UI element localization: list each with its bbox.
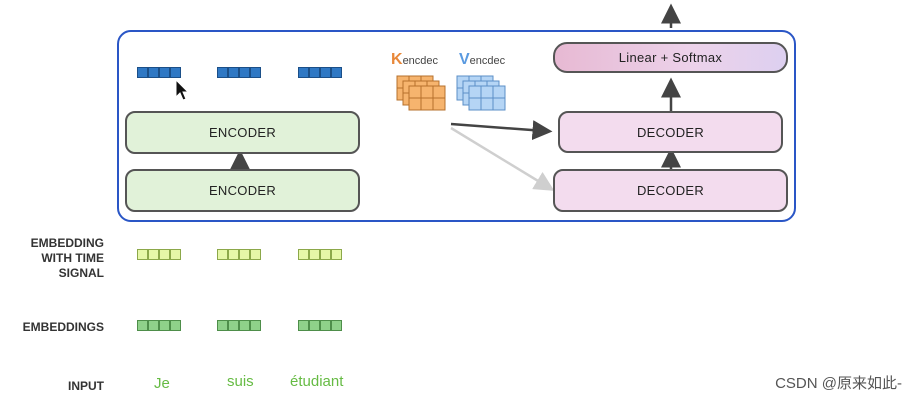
encoder-output-vector-2 <box>217 67 261 78</box>
encoder-output-vector-3 <box>298 67 342 78</box>
embedding-vector-1 <box>137 320 181 331</box>
mouse-cursor-icon <box>175 78 190 101</box>
embeddings-label: EMBEDDINGS <box>22 320 104 334</box>
decoder-label: DECODER <box>636 183 705 198</box>
input-word-3: étudiant <box>290 373 344 390</box>
encoder-output-vector-1 <box>137 67 181 78</box>
linear-softmax-label: Linear + Softmax <box>618 50 723 65</box>
v-encdec-label: Vencdec <box>459 51 506 68</box>
kv-to-top-decoder-arrow <box>450 120 553 141</box>
embedding-vector-3 <box>298 320 342 331</box>
time-signal-vector-2 <box>217 249 261 260</box>
kv-to-bottom-decoder-arrow <box>450 126 555 191</box>
encoder-label: ENCODER <box>208 183 277 198</box>
input-word-2: suis <box>227 373 254 390</box>
embedding-vector-2 <box>217 320 261 331</box>
transformer-frame <box>117 30 796 222</box>
watermark: CSDN @原来如此- <box>775 375 902 392</box>
encoder-block-top: ENCODER <box>125 111 360 154</box>
k-matrix-stack <box>396 75 446 111</box>
encoder-block-bottom: ENCODER <box>125 169 360 212</box>
k-encdec-label: Kencdec <box>391 51 439 68</box>
encoder-label: ENCODER <box>208 125 277 140</box>
time-signal-vector-3 <box>298 249 342 260</box>
input-word-1: Je <box>154 375 170 392</box>
embedding-time-signal-label: EMBEDDING WITH TIME SIGNAL <box>30 236 104 280</box>
decoder-block-bottom: DECODER <box>553 169 788 212</box>
decoder-block-top: DECODER <box>558 111 783 153</box>
time-signal-vector-1 <box>137 249 181 260</box>
decoder-label: DECODER <box>636 124 705 140</box>
linear-softmax-block: Linear + Softmax <box>553 42 788 73</box>
input-label: INPUT <box>68 379 104 393</box>
v-matrix-stack <box>456 75 506 111</box>
